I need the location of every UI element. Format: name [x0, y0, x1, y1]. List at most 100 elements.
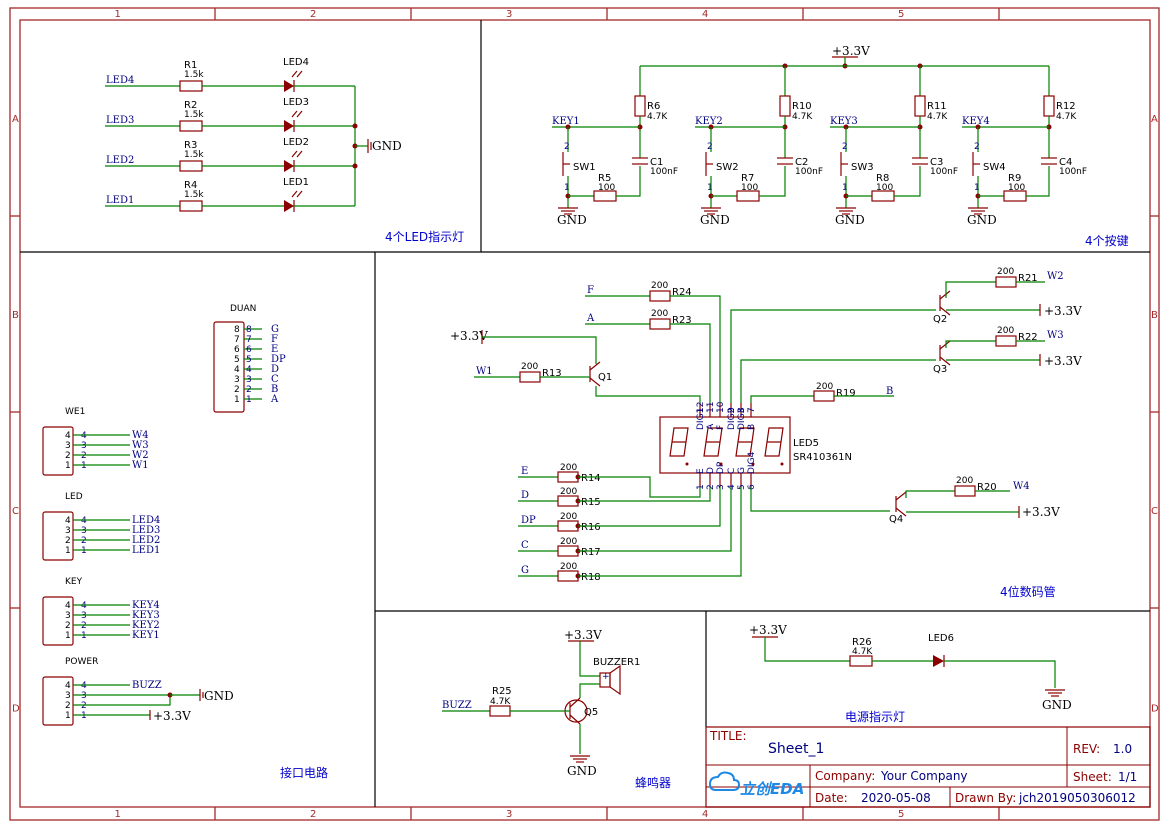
segment-resistor — [557, 570, 579, 582]
r25-resistor — [489, 705, 511, 717]
header-pin-number: 2 — [234, 385, 240, 395]
header-net-label: B — [271, 384, 278, 395]
debounce-resistor-value: 100 — [1008, 183, 1025, 193]
switch-pin-label: 2 — [707, 142, 713, 152]
row-marker-right: D — [1151, 704, 1159, 715]
debounce-resistor-ref: R8 — [876, 173, 889, 184]
header-net-label: LED3 — [132, 525, 160, 536]
switch-pin-label: 1 — [974, 183, 980, 193]
capacitor-ref: C2 — [795, 157, 808, 168]
header-pin-number-outer: 2 — [81, 701, 87, 711]
header-net-label: A — [270, 394, 279, 405]
segment-net-label: G — [521, 565, 529, 576]
led6-diode — [933, 655, 944, 667]
segment-resistor-value: 200 — [816, 382, 833, 392]
pin-name: B — [747, 424, 757, 430]
header-net-label: KEY1 — [132, 630, 160, 641]
decimal-point — [780, 462, 784, 466]
column-marker-bottom: 3 — [506, 809, 512, 820]
q1-transistor-ref: Q1 — [598, 372, 612, 383]
power-gnd-label: GND — [1042, 698, 1072, 712]
debounce-resistor-value: 100 — [598, 183, 615, 193]
q4-transistor-ref: Q4 — [889, 514, 903, 525]
pin-name: DIG2 — [727, 408, 737, 430]
segment-resistor — [649, 290, 671, 302]
debounce-resistor-value: 100 — [741, 183, 758, 193]
title-value: Sheet_1 — [768, 741, 824, 757]
led-gnd-label: GND — [372, 139, 402, 153]
base-resistor-ref: R22 — [1018, 332, 1038, 343]
switch-ref: SW4 — [983, 162, 1006, 173]
pin-number: 4 — [727, 484, 737, 490]
pull-resistor-ref: R12 — [1056, 101, 1076, 112]
interface-vcc-label: +3.3V — [153, 709, 191, 723]
base-resistor-value: 200 — [997, 267, 1014, 277]
led-resistor-value: 1.5k — [184, 190, 204, 200]
q5-ref: Q5 — [584, 707, 598, 718]
led-diode — [284, 120, 294, 132]
q2-transistor-ref: Q2 — [933, 314, 947, 325]
column-marker-bottom: 2 — [310, 809, 316, 820]
pin-number: 10 — [716, 401, 726, 413]
segment-resistor-ref: R24 — [672, 287, 692, 298]
column-marker-top: 3 — [506, 9, 512, 20]
switch-pin-label: 2 — [974, 142, 980, 152]
segment-resistor-ref: R23 — [672, 315, 692, 326]
section-title-led: 4个LED指示灯 — [385, 229, 464, 244]
header-pin-number-outer: 3 — [246, 375, 252, 385]
header-pin-number-outer: 1 — [81, 711, 87, 721]
section-dividers — [20, 20, 1150, 807]
header-pin-number-outer: 8 — [246, 325, 252, 335]
led-diode — [284, 200, 294, 212]
row-marker-left: A — [12, 114, 19, 125]
led-resistor-ref: R1 — [184, 60, 197, 71]
header-pin-number-outer: 4 — [81, 431, 87, 441]
buzzer-circuit: +3.3V + BUZZER1 Q5 R25 4.7K BUZZ GND — [442, 628, 640, 778]
header-net-label: LED4 — [132, 515, 160, 526]
led-resistor — [179, 80, 203, 92]
seven-segment-module — [659, 416, 791, 474]
button-circuit: +3.3VR64.7KKEY12SW11R5100C1100nFGNDR104.… — [552, 44, 1087, 227]
r26-resistor — [849, 655, 873, 667]
led-resistor — [179, 120, 203, 132]
segment-net-label: C — [521, 540, 529, 551]
row-marker-left: B — [12, 310, 19, 321]
header-net-label: W1 — [132, 460, 149, 471]
segment-resistor-ref: R16 — [581, 522, 601, 533]
pin-number: 3 — [716, 484, 726, 490]
company-label: Company: — [815, 769, 875, 783]
pin-name: DIG1 — [696, 408, 706, 430]
sheet-value: 1/1 — [1118, 770, 1137, 784]
pull-resistor-ref: R10 — [792, 101, 812, 112]
header-pin-number: 2 — [65, 621, 71, 631]
led-resistor-ref: R2 — [184, 100, 197, 111]
pin-name: D — [706, 467, 716, 474]
header-pin-number-outer: 1 — [81, 546, 87, 556]
header-net-label: D — [271, 364, 279, 375]
pin-name: A — [706, 423, 716, 430]
debounce-resistor-ref: R9 — [1008, 173, 1021, 184]
header-net-label: KEY3 — [132, 610, 160, 621]
header-pin-number-outer: 5 — [246, 355, 252, 365]
header-pin-number: 8 — [234, 325, 240, 335]
sheet-label: Sheet: — [1073, 770, 1112, 784]
drawn-by-label: Drawn By: — [955, 791, 1016, 805]
header-pin-number: 4 — [65, 681, 71, 691]
header-pin-number: 5 — [234, 355, 240, 365]
header-net-label: LED2 — [132, 535, 160, 546]
segment-resistor — [557, 520, 579, 532]
segment-resistor-value: 200 — [560, 487, 577, 497]
pull-resistor-value: 4.7K — [792, 112, 813, 122]
segment-resistor — [649, 318, 671, 330]
decimal-point — [751, 462, 755, 466]
column-marker-bottom: 4 — [702, 809, 708, 820]
q4-vcc-label: +3.3V — [1022, 505, 1060, 519]
decimal-point — [685, 462, 689, 466]
header-pin-number-outer: 3 — [81, 526, 87, 536]
base-resistor — [995, 276, 1017, 288]
segment-resistor-value: 200 — [560, 537, 577, 547]
debounce-resistor-ref: R7 — [741, 173, 754, 184]
gnd-label: GND — [700, 213, 730, 227]
